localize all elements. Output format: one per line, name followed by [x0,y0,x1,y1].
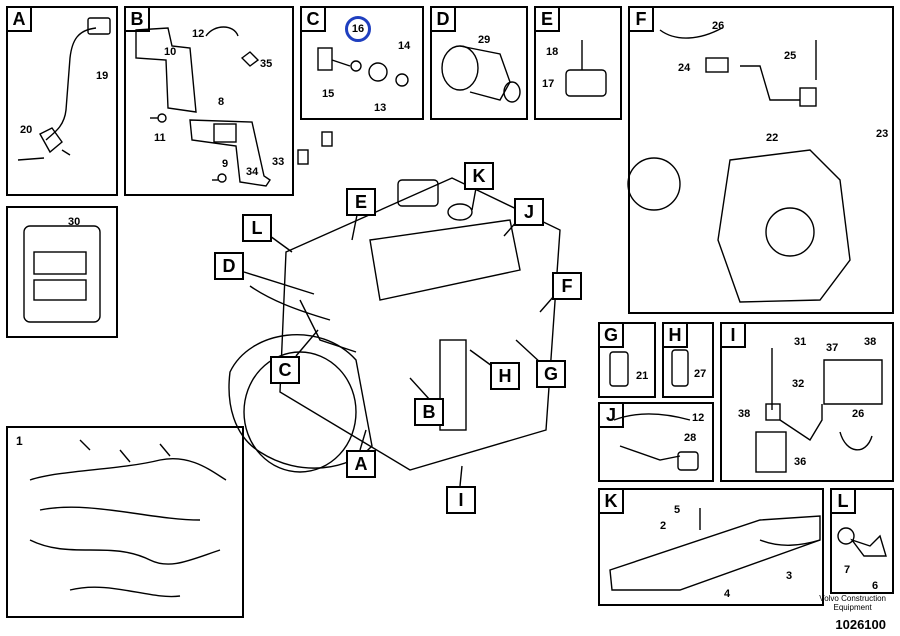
part-27: 27 [694,368,707,380]
sensor-h [671,349,689,387]
part-3: 3 [786,570,793,582]
part-34: 34 [246,166,259,178]
part-1: 1 [16,434,23,448]
panel-c: C 16 14 15 13 [300,6,424,120]
part-4: 4 [724,588,731,600]
callout-a: A [346,450,376,478]
part-31: 31 [794,336,807,348]
part-9: 9 [222,158,229,170]
callout-i: I [446,486,476,514]
part-29: 29 [478,34,491,46]
part-22: 22 [766,132,779,144]
part-7: 7 [844,564,851,576]
sensor-cable-a [45,27,97,141]
panel-a-label: A [6,6,32,32]
plate-b [189,119,271,187]
part-38-a: 38 [864,336,877,348]
part-11: 11 [154,132,166,144]
sensor-c [317,47,333,71]
part-19: 19 [96,70,109,82]
part-28: 28 [684,432,697,444]
part-20: 20 [20,124,33,136]
timing-cover-f [717,149,851,303]
part-10: 10 [164,46,177,58]
panel-f-label: F [628,6,654,32]
heat-shield-k [609,515,821,591]
connector-a [87,17,111,35]
part-24: 24 [678,62,691,74]
part-16-highlight: 16 [345,16,371,42]
panel-i-label: I [720,322,746,348]
callout-c: C [270,356,300,384]
callout-h: H [490,362,520,390]
panel-j-label: J [598,402,624,428]
panel-k-label: K [598,488,624,514]
part-26-i: 26 [852,408,865,420]
part-6: 6 [872,580,879,592]
sensor-g [609,351,629,387]
panel-a: A 19 20 [6,6,118,196]
part-35: 35 [260,58,273,70]
part-8: 8 [218,96,225,108]
part-36: 36 [794,456,807,468]
footer-code: 1026100 [835,617,886,632]
part-32: 32 [792,378,805,390]
panel-k: K 5 2 3 4 [598,488,824,606]
callout-g: G [536,360,566,388]
ecu-30 [23,225,101,323]
part-2: 2 [660,520,667,532]
part-12: 12 [192,28,205,40]
part-14: 14 [398,40,411,52]
part-38-b: 38 [738,408,751,420]
footer-brand: Volvo Construction Equipment [819,594,886,612]
callout-l: L [242,214,272,242]
sensor-e [565,69,607,97]
footer-brand-line1: Volvo Construction [819,594,886,603]
part-30: 30 [68,216,81,228]
panel-1: 1 [6,426,244,618]
engine-bellhousing [228,334,373,469]
part-13: 13 [374,102,387,114]
panel-i: I 31 38 37 32 38 26 36 [720,322,894,482]
bracket-b [135,27,197,113]
panel-l-label: L [830,488,856,514]
solenoid-d [441,45,479,91]
part-18: 18 [546,46,559,58]
panel-h-label: H [662,322,688,348]
callout-e: E [346,188,376,216]
panel-c-label: C [300,6,326,32]
part-21: 21 [636,370,649,382]
callout-d: D [214,252,244,280]
part-17: 17 [542,78,555,90]
callout-j: J [514,198,544,226]
panel-d: D 29 [430,6,528,120]
part-37: 37 [826,342,839,354]
panel-g-label: G [598,322,624,348]
panel-j: J 12 28 [598,402,714,482]
panel-b: B 12 10 35 8 11 9 33 34 [124,6,294,196]
part-16: 16 [351,23,365,35]
panel-d-label: D [430,6,456,32]
part-25: 25 [784,50,797,62]
callout-b: B [414,398,444,426]
sensor-body-a [39,127,63,154]
panel-e-label: E [534,6,560,32]
panel-e: E 18 17 [534,6,622,120]
part-15: 15 [322,88,335,100]
part-5: 5 [674,504,681,516]
wiring-harness [29,439,227,598]
panel-f: F 26 25 24 22 23 [628,6,894,314]
callout-k: K [464,162,494,190]
part-23: 23 [876,128,889,140]
part-33: 33 [272,156,285,168]
panel-b-label: B [124,6,150,32]
footer-brand-line2: Equipment [833,603,872,612]
callout-f: F [552,272,582,300]
part-12-j: 12 [692,412,705,424]
